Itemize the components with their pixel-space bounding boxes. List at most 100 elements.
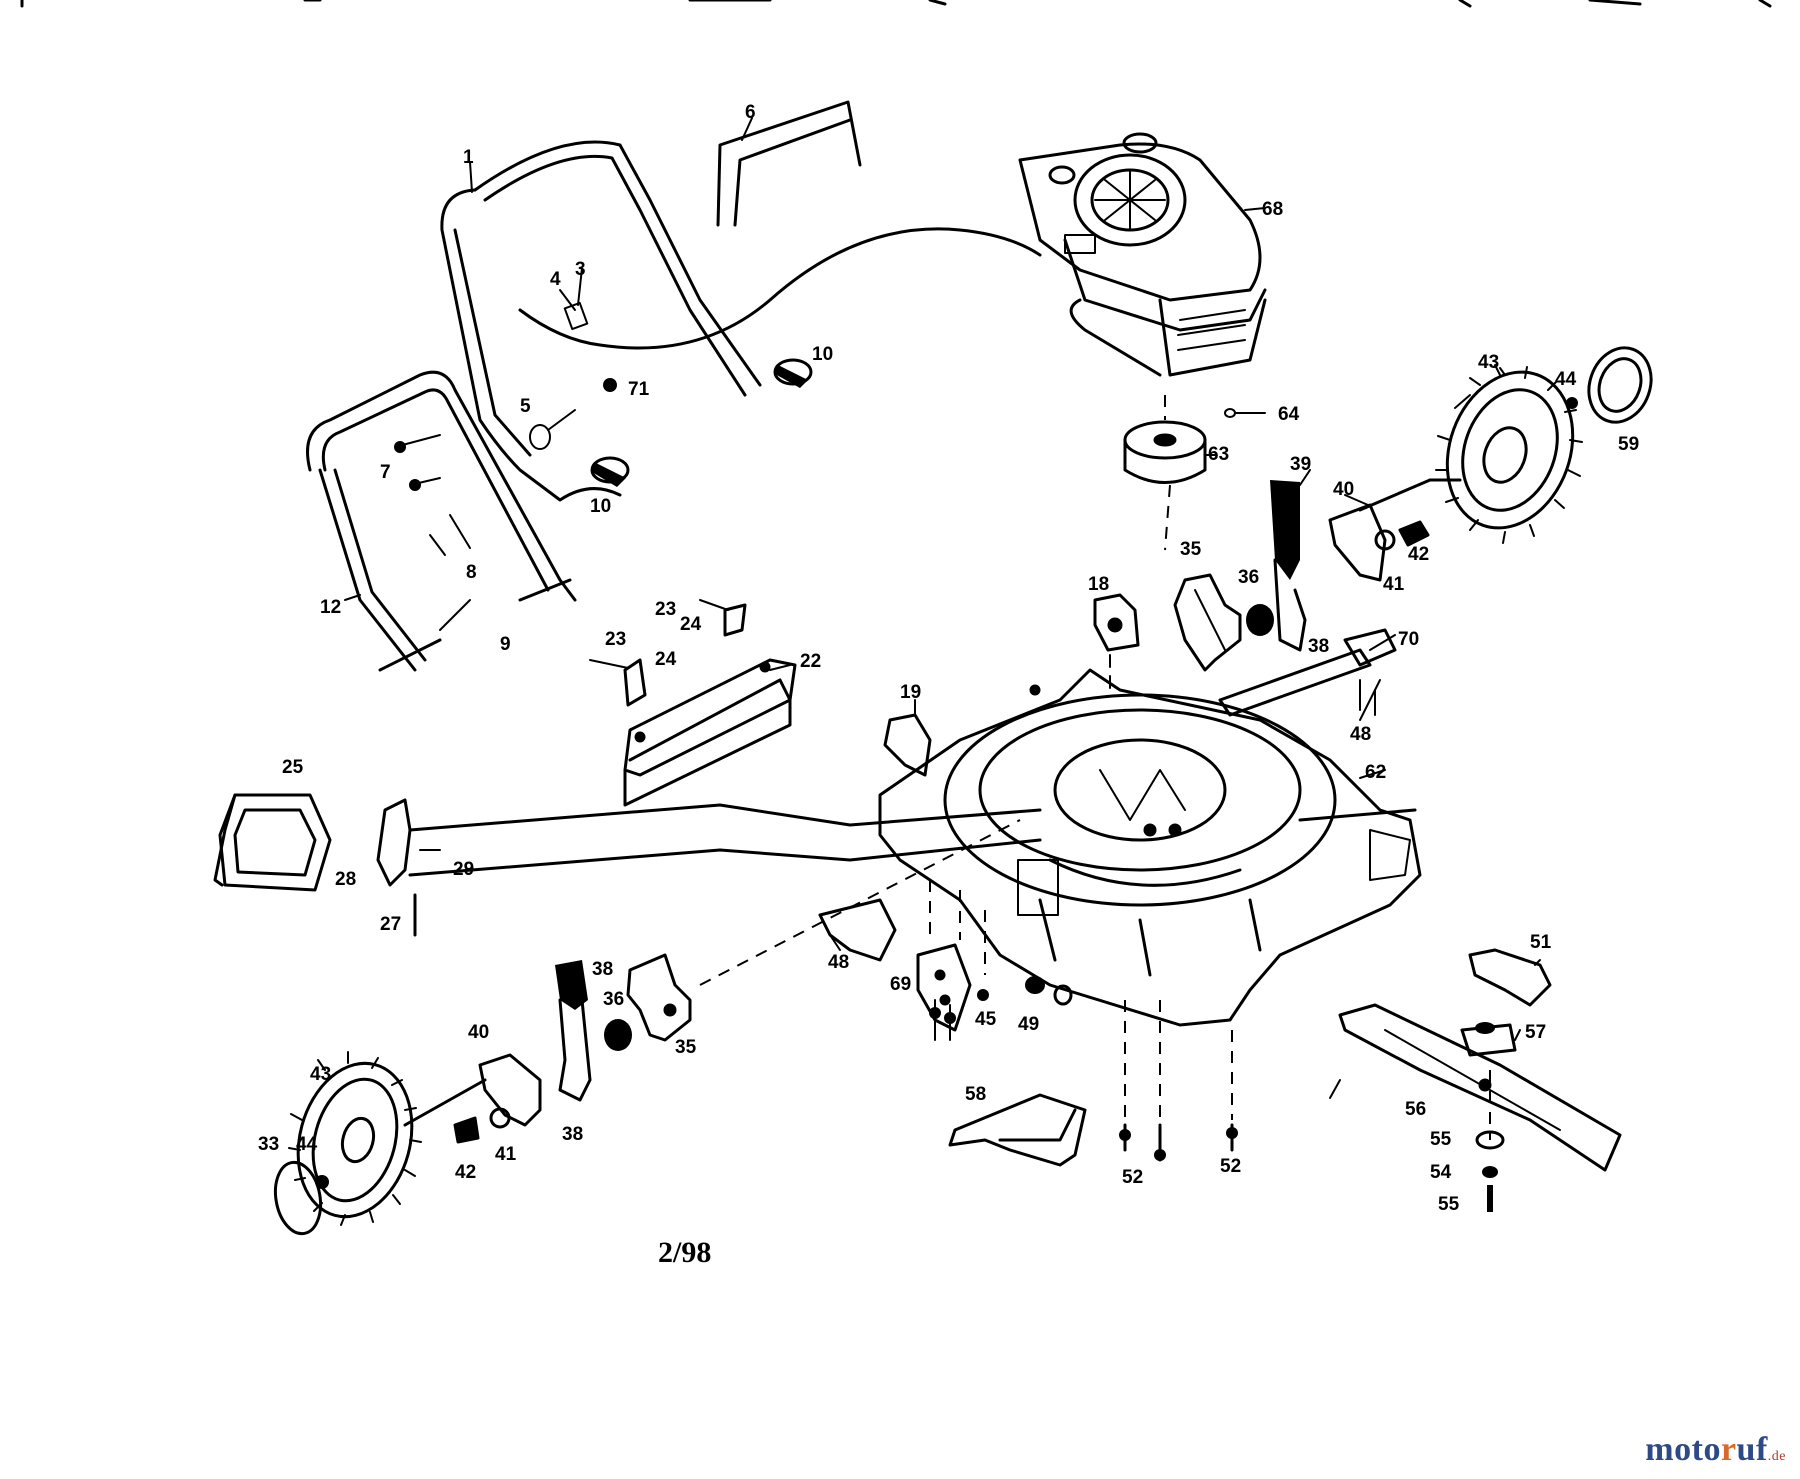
nut-49 xyxy=(1025,976,1073,1006)
callout-27: 27 xyxy=(380,914,401,935)
brand-watermark: motoruf.de xyxy=(1645,1431,1786,1469)
bolts-48-right xyxy=(1359,679,1376,716)
key-64 xyxy=(1224,408,1266,418)
bolt-71 xyxy=(603,378,617,392)
nut-45 xyxy=(977,989,989,1001)
callout-labels: 1 3 4 5 6 7 8 9 10 10 12 71 68 64 63 43 … xyxy=(258,102,1639,1215)
callout-36-right: 36 xyxy=(1238,567,1259,588)
wheel-bolt-right xyxy=(1374,520,1430,551)
top-crop-marks xyxy=(20,0,1772,8)
spacer-36-right xyxy=(1246,604,1274,636)
callout-64: 64 xyxy=(1278,404,1300,425)
brand-name-start: moto xyxy=(1645,1431,1721,1468)
callout-5: 5 xyxy=(520,396,531,417)
callout-23-lower: 23 xyxy=(605,629,626,650)
callout-51: 51 xyxy=(1530,932,1552,953)
callout-25: 25 xyxy=(282,757,304,778)
rear-wheel-right xyxy=(1435,364,1583,544)
callout-24-lower: 24 xyxy=(655,649,677,670)
wheel-cap-left xyxy=(273,1160,323,1236)
lower-handle xyxy=(306,370,577,672)
callout-1: 1 xyxy=(463,147,474,168)
control-bail xyxy=(716,100,862,227)
brand-name-accent: r xyxy=(1720,1431,1737,1468)
wheel-bracket-left xyxy=(403,1053,542,1127)
callout-35-left: 35 xyxy=(675,1037,697,1058)
callout-62: 62 xyxy=(1365,762,1386,783)
callout-54: 54 xyxy=(1430,1162,1452,1183)
callout-18: 18 xyxy=(1088,574,1109,595)
nut-44-right xyxy=(1566,397,1578,409)
deflector-hardware-lower xyxy=(589,658,647,707)
callout-12: 12 xyxy=(320,597,341,618)
height-adjuster-left xyxy=(626,953,692,1042)
callout-70: 70 xyxy=(1398,629,1419,650)
callout-59: 59 xyxy=(1618,434,1639,455)
baffle-51 xyxy=(1468,948,1552,1007)
upper-handle xyxy=(440,140,762,502)
callout-40-left: 40 xyxy=(468,1022,489,1043)
callout-71: 71 xyxy=(628,379,650,400)
callout-45: 45 xyxy=(975,1009,997,1030)
blade-adapter-63 xyxy=(1123,420,1207,484)
callout-10-lower: 10 xyxy=(590,496,611,517)
grass-bag-door xyxy=(213,793,332,892)
spacer-36-left xyxy=(604,1019,632,1051)
wheel-cap-right xyxy=(1587,346,1653,424)
callout-48-right: 48 xyxy=(1350,724,1371,745)
leader-lines xyxy=(344,117,1541,1099)
callout-33: 33 xyxy=(258,1134,279,1155)
callout-48-front: 48 xyxy=(828,952,849,973)
brand-name-end: uf xyxy=(1736,1431,1768,1468)
callout-56: 56 xyxy=(1405,1099,1426,1120)
engine xyxy=(1018,132,1267,377)
callout-28: 28 xyxy=(335,869,356,890)
callout-41-right: 41 xyxy=(1383,574,1405,595)
callout-23-upper: 23 xyxy=(655,599,676,620)
callout-44-right: 44 xyxy=(1555,369,1577,390)
callout-36-left: 36 xyxy=(603,989,624,1010)
deflector-hardware-upper xyxy=(699,599,747,637)
bolt-5 xyxy=(529,409,576,450)
callout-4: 4 xyxy=(550,269,561,290)
callout-68: 68 xyxy=(1262,199,1283,220)
axle-guide-dash xyxy=(699,819,1021,986)
height-lever-right xyxy=(1270,480,1307,652)
mower-blade-56 xyxy=(1338,1003,1622,1172)
callout-57: 57 xyxy=(1525,1022,1546,1043)
deck-bolts-52 xyxy=(1119,1123,1238,1162)
callout-42-right: 42 xyxy=(1408,544,1429,565)
handle-bolts xyxy=(394,434,471,556)
handle-knob-lower xyxy=(590,456,630,487)
callout-69: 69 xyxy=(890,974,911,995)
callout-39-right: 39 xyxy=(1290,454,1311,475)
callout-7: 7 xyxy=(380,462,391,483)
callout-42-left: 42 xyxy=(455,1162,476,1183)
callout-43-left: 43 xyxy=(310,1064,331,1085)
callout-3: 3 xyxy=(575,259,586,280)
throttle-cable xyxy=(518,227,1042,350)
callout-38-right: 38 xyxy=(1308,636,1329,657)
deck-bracket-48 xyxy=(818,898,897,962)
front-axle xyxy=(408,803,1042,877)
callout-44-left: 44 xyxy=(296,1134,318,1155)
callout-52-left: 52 xyxy=(1122,1167,1143,1188)
callout-63: 63 xyxy=(1208,444,1229,465)
callout-9: 9 xyxy=(500,634,511,655)
callout-49: 49 xyxy=(1018,1014,1039,1035)
handle-knob-upper xyxy=(773,358,813,388)
deck-guide-dashes xyxy=(929,395,1233,1120)
bracket-18 xyxy=(1093,593,1140,691)
callout-41-left: 41 xyxy=(495,1144,517,1165)
front-wheel-left xyxy=(288,1051,422,1226)
bracket-69 xyxy=(916,943,972,1032)
callout-58: 58 xyxy=(965,1084,986,1105)
callout-35-right: 35 xyxy=(1180,539,1202,560)
rear-deflector xyxy=(623,658,797,807)
callout-8: 8 xyxy=(466,562,477,583)
height-adjuster-right xyxy=(1173,573,1242,672)
callout-38-left: 38 xyxy=(562,1124,583,1145)
callout-22: 22 xyxy=(800,651,821,672)
callout-19: 19 xyxy=(900,682,921,703)
wheel-bolt-left xyxy=(453,1107,511,1144)
